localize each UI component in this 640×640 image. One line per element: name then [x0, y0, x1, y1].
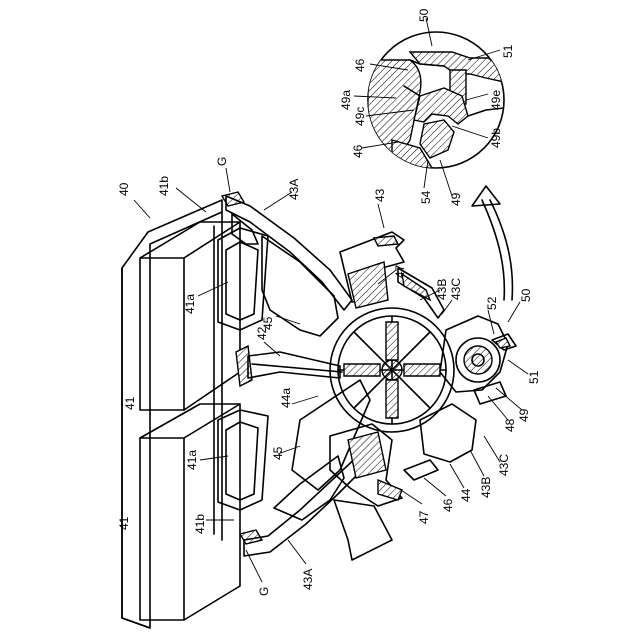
label-41a-top: 41a	[183, 294, 197, 314]
latch-assembly-49-51-52	[440, 316, 516, 404]
label-40: 40	[117, 182, 131, 196]
label-44: 44	[459, 488, 473, 502]
label-49c: 49c	[353, 107, 367, 126]
label-51-detail: 51	[501, 44, 515, 58]
label-54: 54	[419, 190, 433, 204]
label-49b: 49b	[489, 128, 503, 148]
label-50-detail: 50	[417, 8, 431, 22]
label-47-bot: 47	[417, 510, 431, 524]
label-41b-top: 41b	[157, 176, 171, 196]
label-G-bot: G	[257, 587, 271, 596]
cavity-41a-top	[218, 228, 268, 330]
label-43B-bot: 43B	[479, 477, 493, 498]
label-49-detail: 49	[449, 192, 463, 206]
detail-arrow	[472, 186, 512, 300]
label-48: 48	[503, 418, 517, 432]
label-41b-bot: 41b	[193, 514, 207, 534]
label-51-mid: 51	[527, 370, 541, 384]
detail-view	[368, 32, 504, 168]
label-42: 42	[255, 326, 269, 340]
label-46-bot: 46	[441, 498, 455, 512]
label-45-bot: 45	[271, 446, 285, 460]
label-49-mid: 49	[517, 408, 531, 422]
label-47-top: 47	[393, 264, 407, 278]
label-43C-bot: 43C	[497, 454, 511, 476]
label-46-detail-bot: 46	[351, 144, 365, 158]
label-G-top: G	[215, 157, 229, 166]
label-44a: 44a	[279, 388, 293, 408]
label-46-detail-top: 46	[353, 58, 367, 72]
label-41a-bot: 41a	[185, 450, 199, 470]
label-43A-top: 43A	[287, 179, 301, 200]
label-43A-bot: 43A	[301, 569, 315, 590]
label-50-mid: 50	[519, 288, 533, 302]
base-housing-41	[122, 200, 240, 628]
label-43B-top: 43B	[435, 279, 449, 300]
label-49e: 49e	[489, 90, 503, 110]
label-49a: 49a	[339, 90, 353, 110]
label-41-bot: 41	[117, 516, 131, 530]
label-41-top: 41	[123, 396, 137, 410]
label-43: 43	[373, 188, 387, 202]
label-43C-top: 43C	[449, 278, 463, 300]
cavity-41a-bottom	[218, 410, 268, 510]
label-52: 52	[485, 296, 499, 310]
drum-44	[330, 308, 454, 432]
arm-43A-bottom	[240, 380, 370, 556]
arm-43A-top	[222, 192, 352, 336]
column-42	[236, 346, 342, 386]
